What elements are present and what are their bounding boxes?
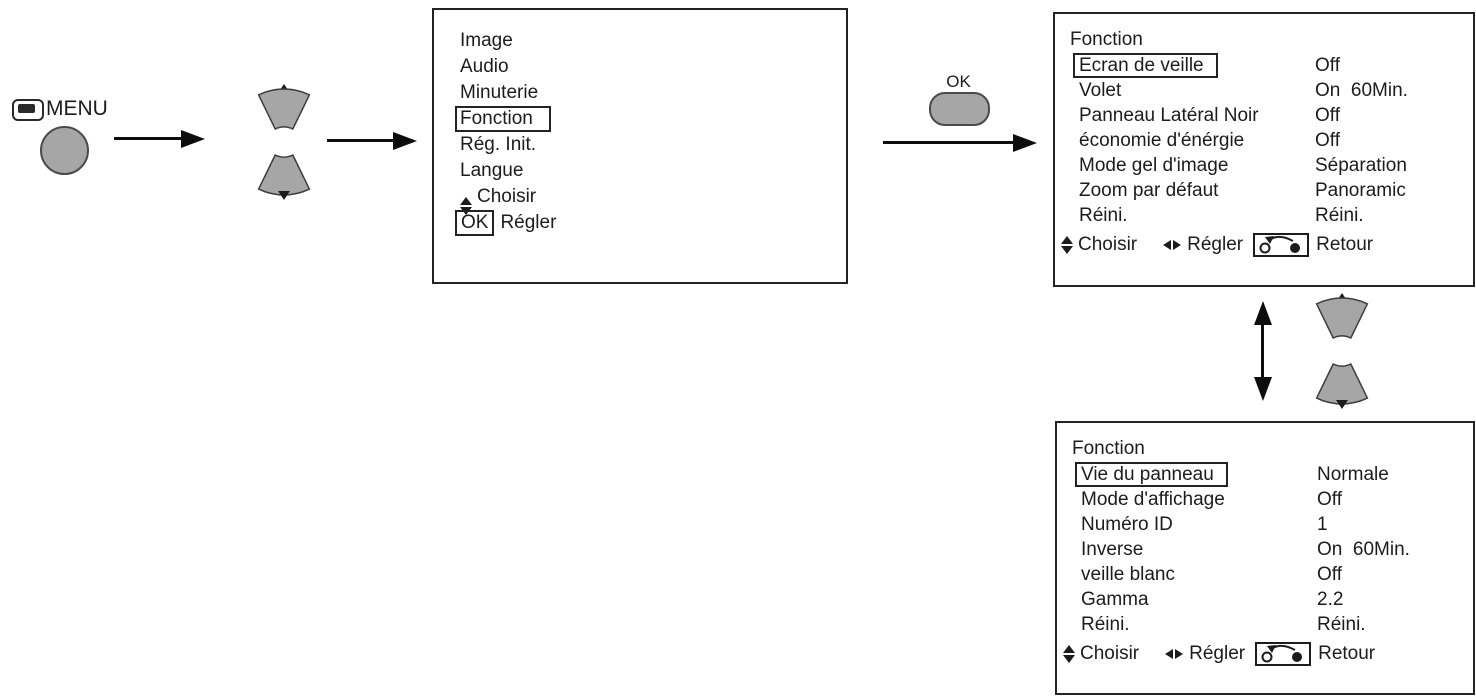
menu-screen-icon (12, 99, 44, 121)
menu-item-label: Zoom par défaut (1079, 180, 1219, 201)
menu-row[interactable]: Zoom par défaut Panoramic (1055, 178, 1473, 203)
menu-row[interactable]: Volet On 60Min. (1055, 78, 1473, 103)
menu-item-value: Off (1315, 55, 1340, 76)
menu-row[interactable]: Mode d'affichage Off (1057, 487, 1473, 512)
menu-item-value: 1 (1317, 514, 1328, 535)
menu-item-value: Réini. (1317, 614, 1366, 635)
menu-item-value: Séparation (1315, 155, 1407, 176)
menu-item-label: Rég. Init. (460, 134, 537, 155)
menu-row[interactable]: Réini. Réini. (1057, 612, 1473, 637)
menu-row[interactable]: Mode gel d'image Séparation (1055, 153, 1473, 178)
up-down-arrows-icon (1063, 644, 1075, 663)
menu-item-label: Volet (1079, 80, 1122, 101)
menu-item-label: Réini. (1081, 614, 1130, 635)
fonction-menu-panel-bottom: Fonction Vie du panneau Normale Mode d'a… (1055, 421, 1475, 695)
menu-item-label: Mode gel d'image (1079, 155, 1229, 176)
menu-row[interactable]: Panneau Latéral Noir Off (1055, 103, 1473, 128)
menu-item-value: Off (1315, 130, 1340, 151)
regler-hint: Régler (1187, 233, 1244, 255)
main-menu-item[interactable]: Audio (434, 54, 846, 80)
choisir-hint: Choisir (1078, 233, 1138, 255)
menu-item-label-selected: Ecran de veille (1073, 53, 1315, 78)
menu-item-label: Gamma (1081, 589, 1149, 610)
menu-item-label: Réini. (1079, 205, 1128, 226)
menu-item-label: économie d'énérgie (1079, 130, 1245, 151)
flow-arrow-right-icon (883, 133, 1037, 152)
up-down-arrows-icon (1061, 235, 1073, 254)
regler-hint: Régler (500, 212, 557, 233)
menu-title: Fonction (1070, 29, 1143, 50)
menu-row[interactable]: Ecran de veille Off (1055, 53, 1473, 78)
main-menu-item[interactable]: Image (434, 28, 846, 54)
menu-footer: Choisir Régler Retour (1055, 232, 1473, 257)
menu-item-label: Panneau Latéral Noir (1079, 105, 1259, 126)
menu-button[interactable] (40, 126, 89, 175)
menu-item-label: Numéro ID (1081, 514, 1173, 535)
ok-button[interactable] (929, 92, 990, 126)
menu-row[interactable]: Gamma 2.2 (1057, 587, 1473, 612)
retour-hint: Retour (1318, 642, 1376, 664)
main-menu-item[interactable]: Minuterie (434, 80, 846, 106)
menu-item-label: Inverse (1081, 539, 1144, 560)
menu-row[interactable]: Réini. Réini. (1055, 203, 1473, 228)
menu-item-value: Off (1317, 489, 1342, 510)
menu-item-label: Image (460, 30, 513, 51)
menu-row[interactable]: Numéro ID 1 (1057, 512, 1473, 537)
menu-item-value: Normale (1317, 464, 1389, 485)
menu-item-value: On 60Min. (1315, 80, 1408, 101)
menu-item-value: Panoramic (1315, 180, 1406, 201)
menu-row[interactable]: Inverse On 60Min. (1057, 537, 1473, 562)
flow-arrow-right-icon (114, 129, 205, 148)
return-button-icon (1253, 232, 1310, 257)
left-right-arrows-icon (1163, 239, 1182, 250)
ok-key-badge: OK (455, 210, 495, 236)
left-right-arrows-icon (1165, 648, 1184, 659)
choisir-hint: Choisir (1080, 642, 1140, 664)
retour-hint: Retour (1316, 233, 1374, 255)
main-menu-item[interactable]: Rég. Init. (434, 132, 846, 158)
menu-footer-choisir: Choisir (434, 184, 846, 215)
menu-footer: Choisir Régler Retour (1057, 641, 1473, 666)
menu-item-label: Fonction (455, 106, 551, 132)
menu-row[interactable]: veille blanc Off (1057, 562, 1473, 587)
menu-item-label: Audio (460, 56, 509, 77)
menu-item-label: veille blanc (1081, 564, 1175, 585)
fonction-menu-panel-top: Fonction Ecran de veille Off Volet On 60… (1053, 12, 1475, 287)
menu-row[interactable]: économie d'énérgie Off (1055, 128, 1473, 153)
main-menu-panel: Image Audio Minuterie Fonction Rég. Init… (432, 8, 848, 284)
flow-arrow-right-icon (327, 131, 417, 150)
menu-row[interactable]: Vie du panneau Normale (1057, 462, 1473, 487)
menu-item-value: Off (1315, 105, 1340, 126)
menu-title: Fonction (1072, 438, 1145, 459)
menu-item-value: Off (1317, 564, 1342, 585)
menu-button-label: MENU (46, 97, 108, 120)
menu-item-label-selected: Vie du panneau (1075, 462, 1317, 487)
up-down-rocker-button[interactable] (243, 83, 325, 201)
regler-hint: Régler (1189, 642, 1246, 664)
return-button-icon (1255, 641, 1312, 666)
menu-item-value: 2.2 (1317, 589, 1344, 610)
choisir-hint: Choisir (477, 186, 537, 207)
main-menu-item[interactable]: Langue (434, 158, 846, 184)
menu-item-value: Réini. (1315, 205, 1364, 226)
menu-item-label: Mode d'affichage (1081, 489, 1225, 510)
menu-item-label: Langue (460, 160, 524, 181)
menu-item-label: Minuterie (460, 82, 539, 103)
main-menu-item-selected[interactable]: Fonction (434, 106, 846, 132)
ok-button-label: OK (946, 72, 971, 91)
menu-item-value: On 60Min. (1317, 539, 1410, 560)
up-down-rocker-button[interactable] (1300, 292, 1384, 410)
menu-screen-icon-fill (18, 104, 35, 113)
flow-arrow-vertical-icon (1253, 301, 1272, 401)
